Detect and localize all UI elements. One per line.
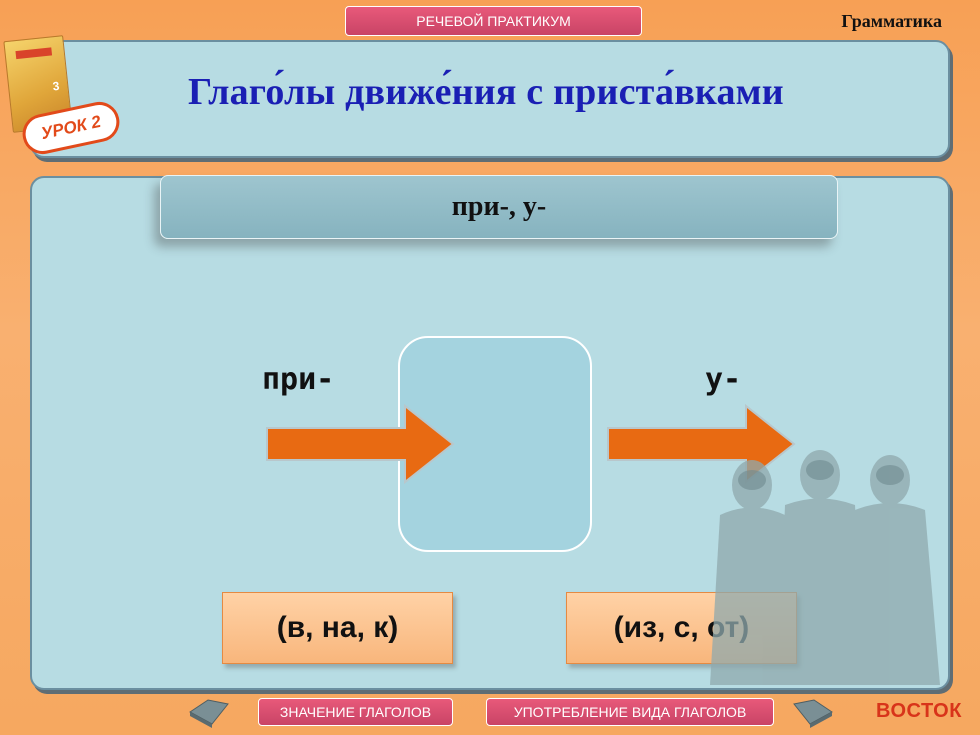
arrow-in-icon — [266, 403, 455, 485]
left-prefix: при- — [262, 362, 335, 397]
book-forward-icon[interactable] — [790, 694, 836, 730]
title-panel — [30, 40, 950, 158]
meaning-button[interactable]: ЗНАЧЕНИЕ ГЛАГОЛОВ — [258, 698, 453, 726]
section-label: Грамматика — [841, 11, 942, 31]
right-prefix: у- — [705, 362, 742, 397]
section-tab[interactable]: РЕЧЕВОЙ ПРАКТИКУМ — [345, 6, 642, 36]
brand-logo: ВОСТОК — [876, 700, 962, 722]
prefix-heading: при-, у- — [160, 175, 838, 239]
page-title: Глаго́лы движе́ния с приста́вками — [188, 71, 784, 113]
book-back-icon[interactable] — [186, 694, 232, 730]
people-photo — [700, 430, 945, 685]
left-examples: (в, на, к) — [222, 592, 453, 664]
aspect-button[interactable]: УПОТРЕБЛЕНИЕ ВИДА ГЛАГОЛОВ — [486, 698, 774, 726]
